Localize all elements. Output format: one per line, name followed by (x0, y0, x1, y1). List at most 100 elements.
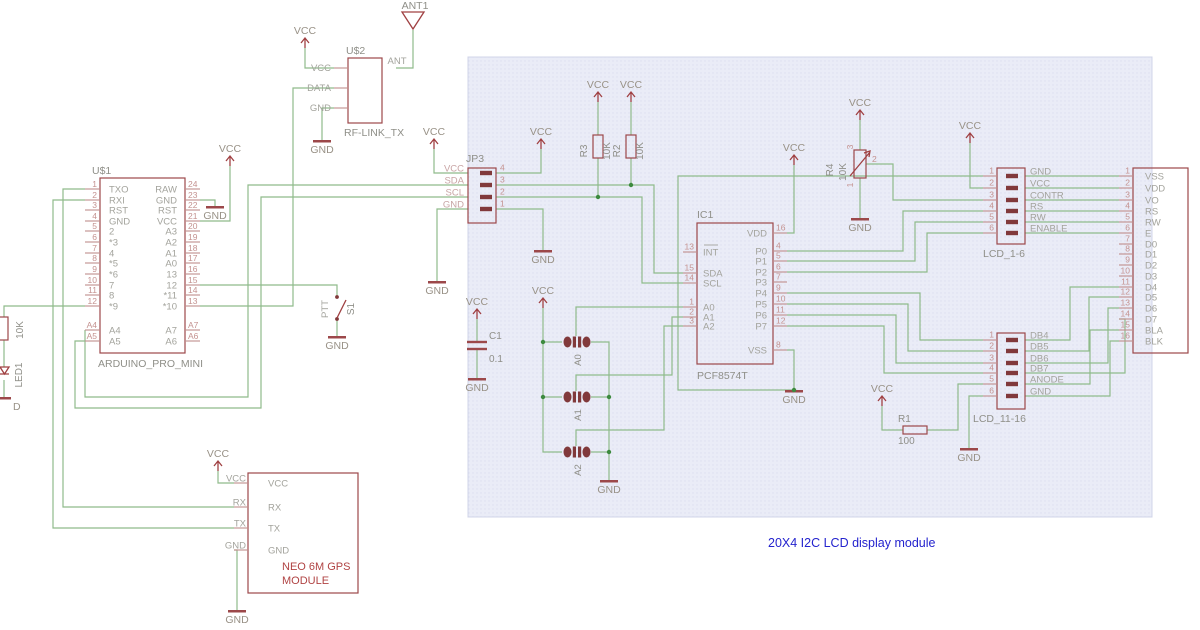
lcd-11-16-body (996, 332, 1026, 410)
pin-name: VDD (1145, 184, 1165, 195)
component-ref-r3: R3 (579, 144, 590, 157)
connector-pad (1006, 360, 1018, 366)
pin-number: 16 (188, 264, 198, 274)
gnd-bar-icon (428, 281, 446, 284)
pin-name: 2 (109, 227, 114, 238)
pin-name: P6 (755, 311, 767, 322)
pin-number: 2 (92, 190, 97, 200)
gnd-label: GND (782, 394, 806, 406)
pin-number: 22 (188, 200, 198, 210)
vcc-label: VCC (294, 25, 317, 37)
pin-number: 18 (188, 243, 198, 253)
pin-number: 11 (88, 285, 97, 295)
pin-number: 3 (92, 200, 97, 210)
led1-icon (0, 366, 11, 376)
gnd-label: GND (465, 382, 489, 394)
connector-pad (1006, 337, 1018, 343)
pin-name: VCC (268, 479, 288, 490)
component-ref-jp3: JP3 (466, 153, 484, 165)
pin-number: 6 (776, 262, 781, 272)
pin-name: SCL (446, 188, 464, 199)
pin-name: GND (156, 196, 177, 207)
pin-name: *3 (109, 238, 118, 249)
vcc-label: VCC (783, 142, 806, 154)
vcc-arrow-icon (300, 36, 310, 48)
pin-name: D1 (1145, 250, 1157, 261)
pin-name: GND (1030, 167, 1051, 178)
vcc-label: VCC (219, 143, 242, 155)
pin-name: SDA (703, 269, 723, 280)
pin-name: P2 (755, 268, 767, 279)
component-value-r2: 10K (635, 142, 646, 160)
pin-name: VCC (1030, 179, 1050, 190)
pin-number: 3 (989, 353, 994, 363)
pin-number: A7 (188, 320, 199, 330)
connector-pad (1006, 219, 1018, 225)
pin-name: 7 (109, 281, 114, 292)
pin-stubs (85, 67, 1133, 551)
pin-number: 1 (989, 166, 994, 176)
vcc-arrow-icon (536, 137, 546, 149)
pin-number: 21 (188, 211, 198, 221)
pin-number: 9 (1125, 255, 1130, 265)
pin-number: 11 (1121, 277, 1130, 287)
caption-text: 20X4 I2C LCD display module (768, 536, 936, 550)
pin-name: CONTR (1030, 191, 1064, 202)
pin-name: A7 (165, 326, 177, 337)
pin-name: VCC (157, 217, 177, 228)
component-ref-r2: R2 (612, 144, 623, 157)
r3-body (592, 134, 604, 159)
connector-pad (480, 182, 492, 188)
gps-body (247, 472, 359, 594)
vcc-arrow-icon (213, 459, 223, 471)
pin-number: 13 (1121, 298, 1131, 308)
pin-number: 10 (88, 275, 98, 285)
connector-pad (480, 206, 492, 212)
pin-name: D3 (1145, 272, 1157, 283)
junction-dot (595, 194, 601, 200)
vcc-arrow-icon (225, 154, 235, 166)
pin-number: 15 (685, 263, 695, 273)
jumper-label-a0: A0 (573, 354, 584, 366)
r2-body (625, 134, 637, 159)
component-value-c1: 0.1 (489, 354, 503, 365)
pin-number: 24 (188, 179, 198, 189)
vcc-label: VCC (587, 79, 610, 91)
pin-number: 1 (500, 199, 505, 209)
pin-name: RS (1145, 207, 1158, 218)
pin-name: GND (268, 546, 289, 557)
pin-number: 5 (989, 374, 994, 384)
junction-dot (606, 449, 612, 455)
pin-number: 6 (92, 232, 97, 242)
component-ref-lcd-1-6: LCD_1-6 (983, 248, 1025, 260)
jumper-pad (582, 391, 591, 403)
pin-name: *11 (163, 291, 177, 302)
pin-name: RS (1030, 202, 1043, 213)
jumper-pad (582, 336, 591, 348)
pin-name: VSS (748, 346, 767, 357)
pin-number: 3 (500, 175, 505, 185)
pin-number: A6 (188, 331, 199, 341)
pin-name: A4 (109, 326, 121, 337)
connector-pad (1006, 208, 1018, 214)
pin-name: SCL (703, 279, 721, 290)
connector-pad (480, 194, 492, 200)
pin-name: A1 (165, 249, 177, 260)
pin-number: 6 (1125, 223, 1130, 233)
pin-name: RW (1030, 213, 1046, 224)
r4-pin-2: 2 (872, 154, 877, 164)
labels: 1TXO2RXI3RST4GND526*3748*59*610711812*9A… (13, 0, 1165, 626)
pin-number: 13 (188, 296, 198, 306)
component-name-pcf8574t: PCF8574T (697, 370, 748, 382)
gnd-bar-icon (851, 218, 869, 221)
pin-name: A2 (165, 238, 177, 249)
pin-name: RST (109, 206, 128, 217)
pin-number: 15 (1121, 320, 1131, 330)
component-ref-ic1: IC1 (697, 209, 714, 221)
pin-name: P7 (755, 322, 767, 333)
pin-name: *6 (109, 270, 118, 281)
pin-number: 7 (92, 243, 97, 253)
pin-name: D6 (1145, 304, 1157, 315)
pin-name: VO (1145, 196, 1159, 207)
